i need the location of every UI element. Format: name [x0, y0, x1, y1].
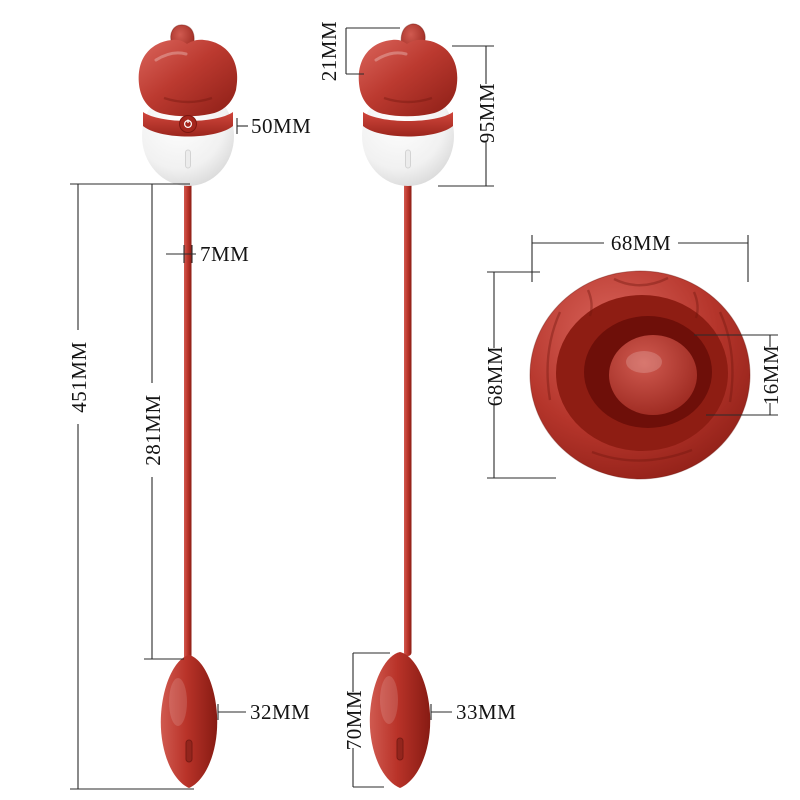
- device-cap: [358, 39, 458, 117]
- device-front-left: [138, 24, 238, 788]
- dim-tongue-height: 21MM: [317, 21, 400, 81]
- device-cord: [184, 180, 192, 660]
- device-band: [363, 112, 453, 137]
- device-slit: [405, 149, 411, 169]
- power-button: [179, 115, 197, 133]
- dim-label-cord-diameter: 7MM: [200, 242, 249, 266]
- lip-crease: [692, 291, 699, 319]
- dim-head-width: 50MM: [236, 114, 311, 138]
- cap-highlight: [154, 51, 188, 62]
- dim-label-top-width: 68MM: [611, 231, 671, 255]
- egg-slit: [185, 739, 193, 763]
- device-egg: [369, 652, 431, 788]
- device-egg: [160, 655, 218, 788]
- lip-crease: [718, 311, 734, 403]
- dim-cord-length: 281MM: [141, 184, 184, 660]
- dim-label-total-length: 451MM: [67, 341, 91, 412]
- dim-label-tongue-height: 21MM: [317, 21, 341, 81]
- device-front-right: [358, 23, 458, 788]
- device-cap: [138, 39, 238, 117]
- cap-fold: [383, 96, 433, 104]
- dim-label-egg-width-left: 32MM: [250, 700, 310, 724]
- dim-egg-height: 70MM: [342, 652, 390, 788]
- dim-cord-diameter: 7MM: [166, 242, 249, 266]
- dim-top-tongue-width: 16MM: [694, 334, 783, 416]
- dim-head-height: 95MM: [438, 45, 499, 187]
- device-top-view: [529, 270, 751, 480]
- tongue-highlight: [626, 351, 662, 373]
- cap-highlight: [374, 51, 408, 62]
- egg-highlight: [380, 676, 398, 724]
- dim-egg-width-right: 33MM: [430, 700, 516, 724]
- egg-highlight: [169, 678, 187, 726]
- dim-top-height: 68MM: [483, 271, 556, 479]
- dim-label-top-height: 68MM: [483, 346, 507, 406]
- lip-crease: [613, 276, 669, 287]
- dim-label-cord-length: 281MM: [141, 394, 165, 465]
- lip-crease: [586, 289, 593, 317]
- dim-total-length: 451MM: [67, 183, 194, 790]
- dim-label-egg-height: 70MM: [342, 690, 366, 750]
- tongue-icon: [609, 335, 697, 415]
- dim-label-head-height: 95MM: [475, 83, 499, 143]
- dim-label-top-tongue-width: 16MM: [759, 345, 783, 405]
- dim-egg-width-left: 32MM: [217, 700, 310, 724]
- device-slit: [185, 149, 191, 169]
- dim-label-head-width: 50MM: [251, 114, 311, 138]
- egg-slit: [396, 737, 404, 761]
- cap-fold: [163, 96, 213, 104]
- dim-label-egg-width-right: 33MM: [456, 700, 516, 724]
- device-cord: [404, 180, 412, 656]
- dim-top-width: 68MM: [531, 231, 749, 282]
- lip-crease: [546, 311, 562, 401]
- lip-crease: [591, 448, 693, 462]
